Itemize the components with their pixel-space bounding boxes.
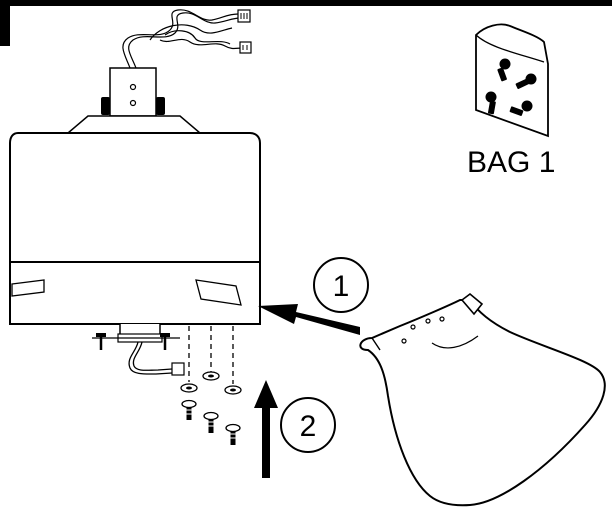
device-body xyxy=(9,132,261,325)
bag-label: BAG 1 xyxy=(467,146,555,179)
cable-connector-top xyxy=(237,9,251,23)
step-2-callout: 2 xyxy=(280,397,336,453)
top-mounting-bracket xyxy=(101,67,165,117)
screw xyxy=(225,423,241,445)
bag-screw-icon xyxy=(515,73,537,89)
lower-cable-connector xyxy=(171,362,185,376)
washer xyxy=(224,385,242,395)
step-2-number: 2 xyxy=(300,410,317,443)
arrow-step-2 xyxy=(254,380,278,478)
step-1-number: 1 xyxy=(333,270,350,303)
side-screw-right xyxy=(160,333,170,350)
hardware-bag xyxy=(475,23,549,138)
lower-cable xyxy=(128,341,173,375)
side-screw-left xyxy=(96,333,106,350)
cable-connector-bottom xyxy=(239,41,252,54)
washer xyxy=(180,383,198,393)
bag-screw-icon xyxy=(485,91,497,115)
bottom-hub xyxy=(92,324,180,343)
screw-alignment-guides xyxy=(188,326,234,384)
screw xyxy=(181,399,197,420)
bag-screw-icon xyxy=(497,58,511,82)
arrow-step-1 xyxy=(258,304,360,335)
washer xyxy=(202,371,220,381)
stand-base-plate xyxy=(359,292,606,507)
device-top-plate xyxy=(65,115,203,134)
screw xyxy=(203,411,219,433)
step-1-callout: 1 xyxy=(313,257,369,313)
bag-screw-icon xyxy=(509,100,533,116)
page-header-rule xyxy=(0,0,612,46)
bundled-cable xyxy=(122,9,244,69)
